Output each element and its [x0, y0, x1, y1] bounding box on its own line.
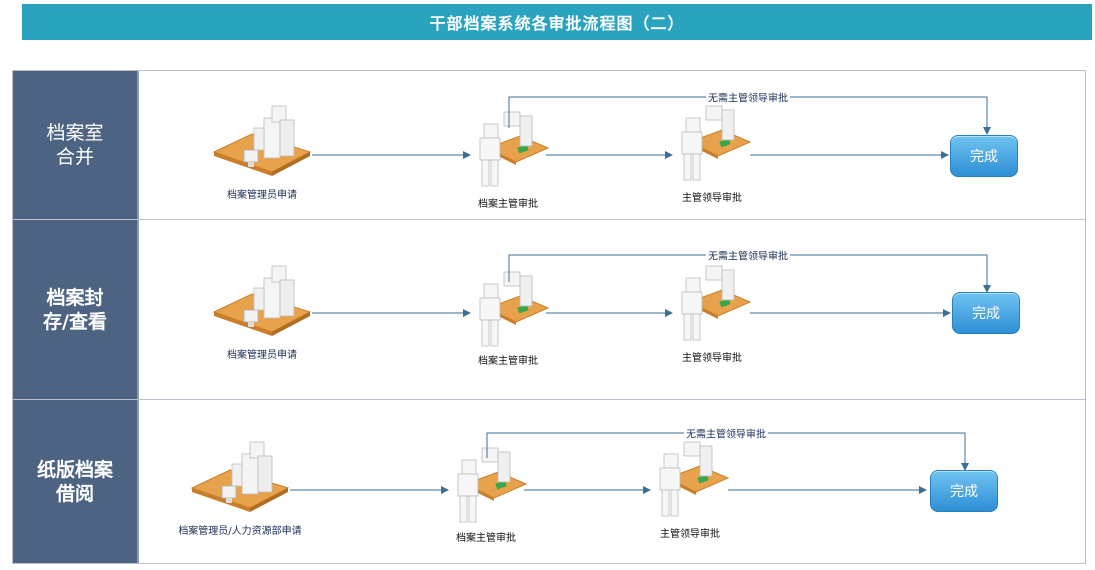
lane3-flow [191, 432, 969, 523]
node-label-leader-approve: 主管领导审批 [660, 529, 720, 540]
lane2-flow [213, 254, 991, 347]
swimlane-paper-archive-borrow: 纸版档案借阅 [12, 399, 1086, 564]
lane1-flow [213, 96, 991, 187]
lane-header-line2: 合并 [55, 146, 94, 168]
swimlane-archive-merge: 档案室合并 [12, 70, 1086, 220]
node-label-apply: 档案管理员/人力资源部申请 [178, 526, 302, 537]
leader-approve-icon [681, 265, 751, 341]
admin-workstation-icon [213, 105, 311, 177]
done-node[interactable]: 完成 [950, 135, 1018, 177]
admin-workstation-icon [213, 265, 311, 337]
node-label-supervisor-review: 档案主管审批 [478, 199, 538, 210]
bypass-label: 无需主管领导审批 [684, 425, 768, 441]
done-node[interactable]: 完成 [930, 470, 998, 512]
page-title: 干部档案系统各审批流程图（二） [22, 4, 1092, 40]
leader-approve-icon [659, 441, 729, 517]
lane-header-line2: 借阅 [55, 482, 94, 505]
leader-approve-icon [681, 105, 751, 181]
lane-header: 档案封存/查看 [13, 220, 139, 399]
bypass-label: 无需主管领导审批 [706, 247, 790, 263]
node-label-apply: 档案管理员申请 [227, 190, 297, 201]
supervisor-review-icon [479, 111, 549, 187]
lane-header: 纸版档案借阅 [13, 400, 139, 563]
supervisor-review-icon [457, 447, 527, 523]
lane-header: 档案室合并 [13, 71, 139, 219]
lane-header-line1: 档案封 [46, 286, 104, 309]
node-label-leader-approve: 主管领导审批 [682, 193, 742, 204]
lane-header-line1: 纸版档案 [36, 458, 113, 481]
bypass-label: 无需主管领导审批 [706, 89, 790, 105]
admin-hr-workstation-icon [191, 441, 289, 513]
supervisor-review-icon [479, 271, 549, 347]
swimlane-archive-seal-view: 档案封存/查看 [12, 219, 1086, 400]
done-node[interactable]: 完成 [952, 292, 1020, 334]
lane-header-line2: 存/查看 [43, 310, 107, 333]
lane-header-line1: 档案室 [46, 122, 104, 144]
node-label-supervisor-review: 档案主管审批 [478, 356, 538, 367]
node-label-apply: 档案管理员申请 [227, 350, 297, 361]
node-label-leader-approve: 主管领导审批 [682, 353, 742, 364]
node-label-supervisor-review: 档案主管审批 [456, 533, 516, 544]
